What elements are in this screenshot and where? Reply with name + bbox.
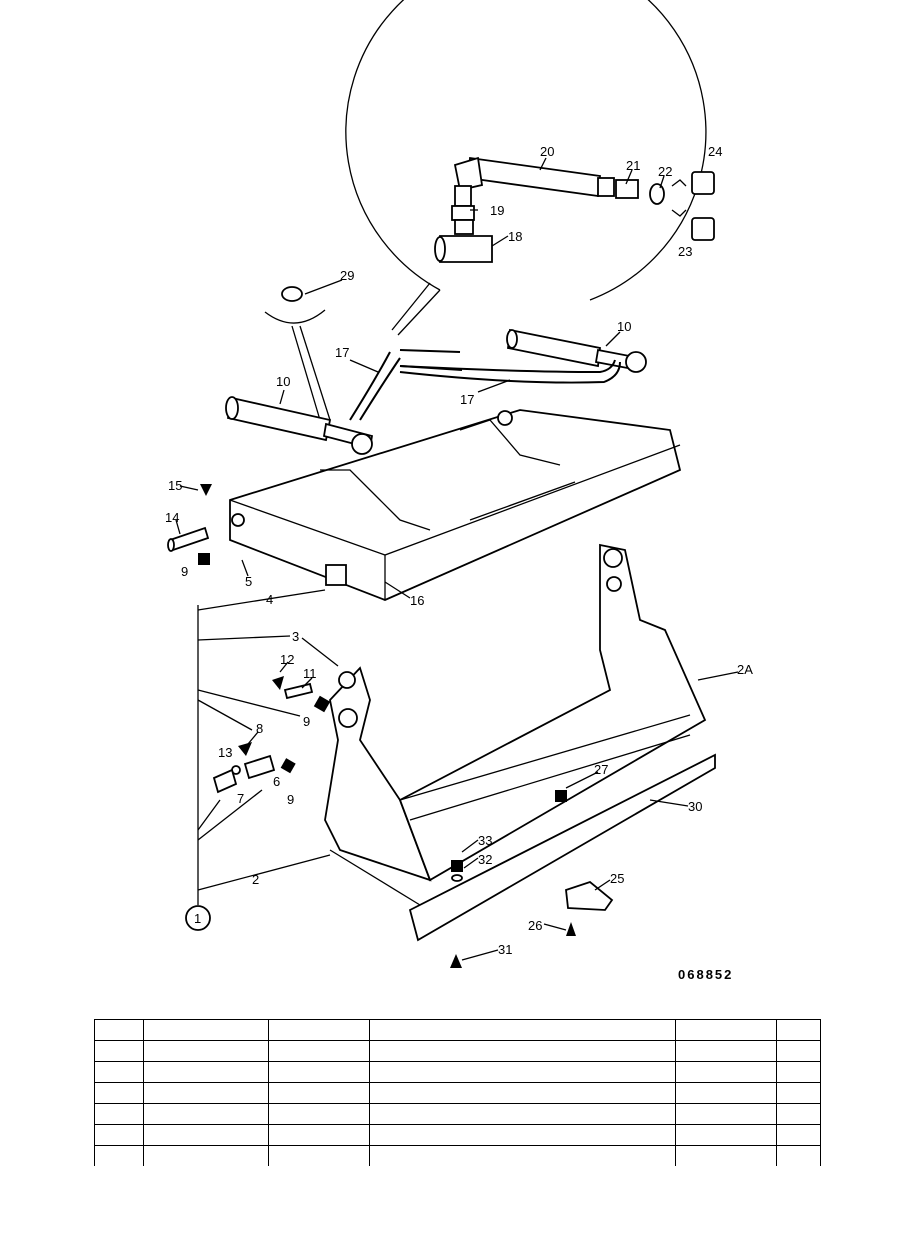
callout-8: 8: [256, 721, 263, 736]
table-cell: [143, 1061, 269, 1083]
table-cell: [268, 1145, 370, 1166]
callout-10-right: 10: [617, 319, 631, 334]
table-cell: [776, 1145, 821, 1166]
callout-labels: 20 21 22 24 19 18 23 29 10 17 17 10 15 1…: [165, 144, 753, 982]
table-cell: [369, 1061, 676, 1083]
callout-13: 13: [218, 745, 232, 760]
callout-24: 24: [708, 144, 722, 159]
callout-22: 22: [658, 164, 672, 179]
leader-lines: [175, 157, 739, 961]
table-cell: [776, 1061, 821, 1083]
callout-16: 16: [410, 593, 424, 608]
table-cell: [369, 1145, 676, 1166]
table-cell: [675, 1082, 777, 1104]
callout-26: 26: [528, 918, 542, 933]
table-cell: [675, 1019, 777, 1041]
table-cell: [776, 1040, 821, 1062]
table-cell: [369, 1082, 676, 1104]
table-cell: [675, 1061, 777, 1083]
table-cell: [776, 1124, 821, 1146]
callout-17-right: 17: [460, 392, 474, 407]
table-cell: [143, 1019, 269, 1041]
callout-33: 33: [478, 833, 492, 848]
callout-11: 11: [303, 666, 317, 681]
table-cell: [369, 1019, 676, 1041]
bucket: [324, 543, 716, 942]
callout-19: 19: [490, 203, 504, 218]
callout-7: 7: [237, 791, 244, 806]
callout-23: 23: [678, 244, 692, 259]
table-cell: [369, 1103, 676, 1125]
callout-3: 3: [292, 629, 299, 644]
callout-9-low: 9: [287, 792, 294, 807]
table-cell: [369, 1040, 676, 1062]
table-cell: [94, 1082, 144, 1104]
callout-31: 31: [498, 942, 512, 957]
table-cell: [143, 1082, 269, 1104]
callout-27: 27: [594, 762, 608, 777]
table-cell: [776, 1103, 821, 1125]
callout-14: 14: [165, 510, 179, 525]
callout-15: 15: [168, 478, 182, 493]
callout-30: 30: [688, 799, 702, 814]
callout-9-mid: 9: [303, 714, 310, 729]
table-row: [94, 1145, 821, 1166]
table-cell: [94, 1103, 144, 1125]
callout-10-left: 10: [276, 374, 290, 389]
callout-29: 29: [340, 268, 354, 283]
callout-18: 18: [508, 229, 522, 244]
drawing-reference-number: 068852: [678, 967, 733, 982]
detail-inset: [345, 0, 715, 336]
callout-4: 4: [266, 592, 273, 607]
table-cell: [143, 1103, 269, 1125]
table-cell: [675, 1040, 777, 1062]
callout-17-left: 17: [335, 345, 349, 360]
table-cell: [369, 1124, 676, 1146]
group-bracket: [185, 589, 331, 931]
callout-6: 6: [273, 774, 280, 789]
table-cell: [143, 1040, 269, 1062]
exploded-parts-diagram: 20 21 22 24 19 18 23 29 10 17 17 10 15 1…: [165, 0, 753, 982]
table-cell: [776, 1019, 821, 1041]
table-cell: [143, 1145, 269, 1166]
table-row: [94, 1124, 821, 1146]
callout-32: 32: [478, 852, 492, 867]
table-row: [94, 1082, 821, 1104]
table-row: [94, 1061, 821, 1083]
table-cell: [776, 1082, 821, 1104]
callout-21: 21: [626, 158, 640, 173]
parts-table-body: [94, 1019, 821, 1166]
table-row: [94, 1019, 821, 1041]
table-cell: [94, 1061, 144, 1083]
small-parts: [167, 484, 614, 968]
plug-detail: [264, 286, 331, 421]
table-cell: [268, 1124, 370, 1146]
table-cell: [268, 1103, 370, 1125]
loader-frame: [229, 409, 682, 601]
callout-5: 5: [245, 574, 252, 589]
table-cell: [94, 1040, 144, 1062]
callout-2A: 2A: [737, 662, 753, 677]
table-cell: [268, 1082, 370, 1104]
table-cell: [94, 1124, 144, 1146]
table-cell: [675, 1103, 777, 1125]
callout-1: 1: [194, 911, 201, 926]
table-cell: [268, 1040, 370, 1062]
callout-2: 2: [252, 872, 259, 887]
table-cell: [268, 1019, 370, 1041]
table-cell: [675, 1124, 777, 1146]
callout-25: 25: [610, 871, 624, 886]
hydraulic-rams: [225, 328, 647, 455]
table-cell: [675, 1145, 777, 1166]
table-row: [94, 1103, 821, 1125]
table-row: [94, 1040, 821, 1062]
table-cell: [143, 1124, 269, 1146]
parts-table: [94, 1019, 821, 1166]
table-cell: [94, 1019, 144, 1041]
callout-20: 20: [540, 144, 554, 159]
callout-12: 12: [280, 652, 294, 667]
callout-9-top: 9: [181, 564, 188, 579]
table-cell: [94, 1145, 144, 1166]
table-cell: [268, 1061, 370, 1083]
